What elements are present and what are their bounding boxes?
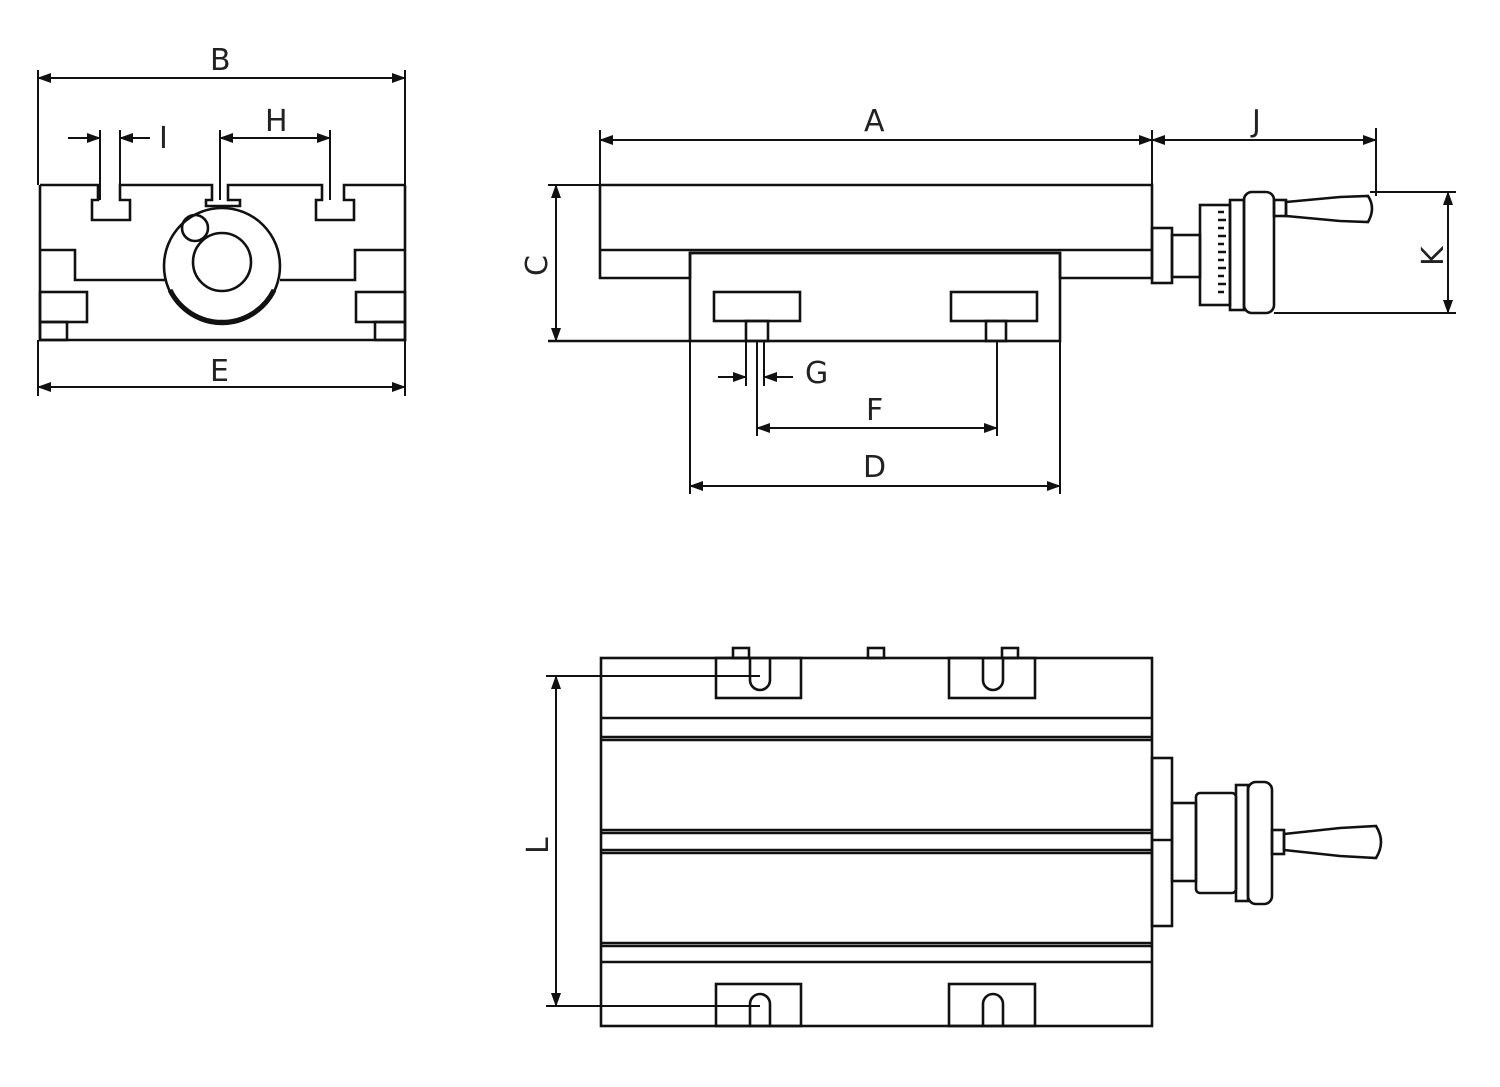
top-bracket [1150, 756, 1174, 928]
top-handwheel-body [1246, 780, 1274, 906]
base-key-right [984, 319, 1008, 343]
base-block [688, 251, 1062, 343]
clamp-block-top-left [714, 656, 803, 700]
top-view: L [521, 646, 1383, 1028]
base-key-left [744, 319, 770, 343]
left-foot-pin [38, 320, 69, 342]
label-k: K [1416, 245, 1451, 266]
leadscrew-boss-shadow [167, 288, 277, 325]
label-c: C [520, 255, 555, 276]
top-handwheel-dial [1234, 783, 1250, 903]
top-handwheel-hub [1194, 791, 1238, 895]
top-crank-handle [1282, 824, 1383, 860]
crank-handle [1284, 194, 1374, 224]
screw-head-2 [866, 646, 886, 660]
label-b: B [210, 43, 231, 78]
clamp-slot-bottom-right [981, 992, 1005, 1026]
table-outline [598, 183, 1154, 280]
label-e: E [210, 354, 229, 389]
oil-hole [180, 213, 210, 243]
handwheel-body [1242, 190, 1276, 315]
label-a: A [864, 104, 885, 139]
label-h: H [265, 104, 288, 139]
handwheel-dial [1228, 198, 1246, 312]
clamp-slot-top-left [748, 658, 772, 692]
screw-head-1 [731, 646, 751, 660]
top-shaft-housing [1170, 801, 1198, 883]
shaft-nut [1150, 226, 1174, 285]
label-j: J [1250, 104, 1261, 139]
label-l: L [521, 837, 556, 854]
clamp-slot-top-right [981, 658, 1005, 692]
right-foot-pin [373, 320, 407, 342]
top-view-outline [599, 656, 1154, 1028]
clamp-slot-bottom-left [748, 992, 772, 1026]
clamp-block-top-right [947, 656, 1037, 700]
front-view-outline [38, 183, 407, 342]
leadscrew-bore [191, 231, 253, 293]
dial-graduations [1218, 210, 1226, 294]
label-f: F [866, 393, 883, 428]
front-view: B I H E [37, 43, 407, 396]
right-foot-block [354, 290, 407, 324]
clamp-block-bottom-right [947, 982, 1037, 1028]
side-view: A J C K G F D [520, 104, 1456, 494]
base-slot-left [712, 290, 802, 323]
left-foot-block [38, 290, 89, 324]
label-i: I [159, 121, 168, 156]
handle-stud [1272, 198, 1288, 218]
shaft [1170, 233, 1202, 279]
top-handle-stud [1270, 828, 1286, 856]
label-d: D [863, 450, 886, 485]
screw-head-3 [1000, 646, 1020, 660]
base-slot-right [949, 290, 1039, 323]
label-g: G [805, 356, 828, 391]
